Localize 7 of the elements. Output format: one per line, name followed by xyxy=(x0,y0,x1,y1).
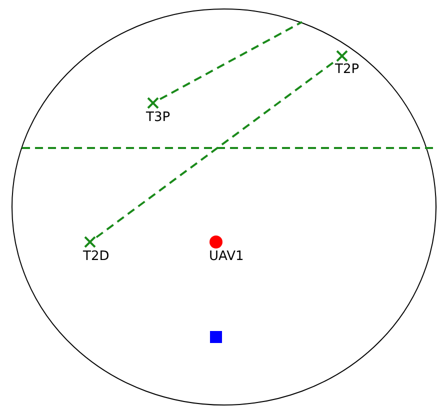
point-label: T2P xyxy=(335,62,360,77)
dashed-line xyxy=(160,21,302,100)
point-label: UAV1 xyxy=(209,249,244,264)
square-marker xyxy=(210,331,222,343)
dashed-line xyxy=(96,60,336,238)
point-label: T3P xyxy=(146,110,170,125)
point-label: T2D xyxy=(83,249,110,264)
